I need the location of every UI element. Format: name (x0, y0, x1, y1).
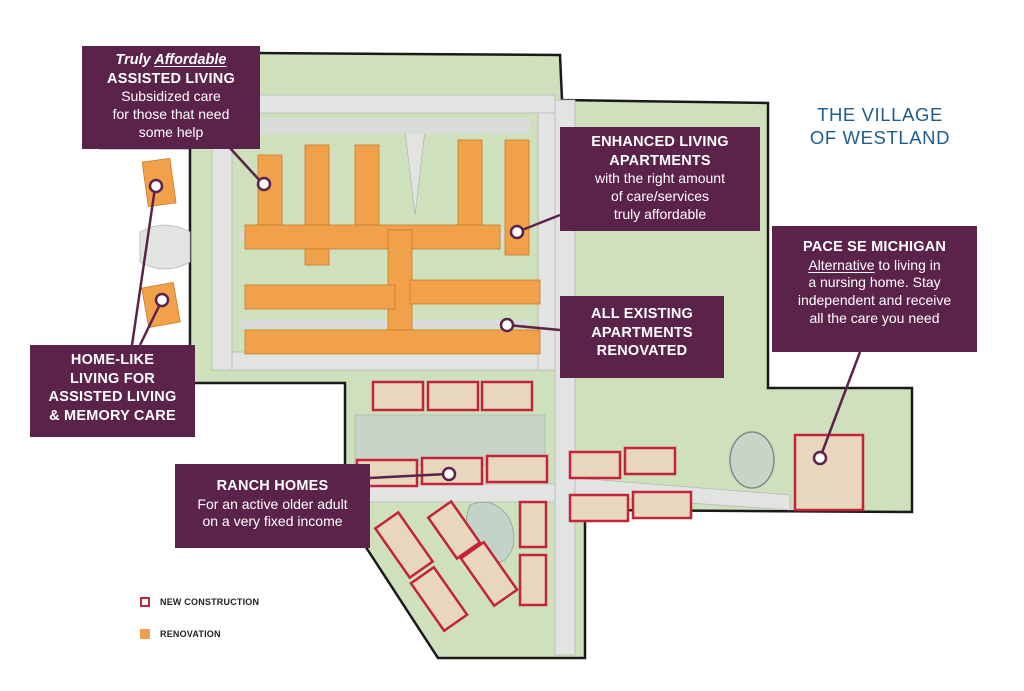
new-construction-swatch (140, 597, 150, 607)
callout-body-line: truly affordable (613, 205, 707, 222)
map-title-line: THE VILLAGE (817, 104, 943, 125)
map-title: THE VILLAGE OF WESTLAND (795, 103, 965, 149)
callout-body-text: to living in (874, 256, 941, 273)
legend-label: RENOVATION (160, 629, 221, 639)
callout-body-line: independent and receive (797, 292, 952, 309)
pace-callout: PACE SE MICHIGAN Alternative to living i… (772, 226, 977, 352)
callout-heading: ALL EXISTING (590, 306, 694, 322)
callout-pointers (130, 147, 862, 480)
callout-italic-text: Truly (115, 52, 155, 68)
callout-body-line: For an active older adult (197, 495, 348, 512)
callout-heading: RANCH HOMES (216, 478, 329, 494)
renovation-swatch (140, 629, 150, 639)
callout-body-line: of care/services (610, 188, 710, 204)
ranch-homes-callout: RANCH HOMES For an active older adult on… (175, 464, 370, 548)
callout-heading: ENHANCED LIVING (591, 134, 729, 150)
callout-markers (148, 176, 828, 482)
callout-heading: APARTMENTS (609, 152, 711, 169)
callout-body-line: some help (138, 123, 204, 140)
callout-heading: RENOVATED (596, 343, 688, 360)
legend-item-renovation: RENOVATION (140, 629, 221, 639)
enhanced-living-callout: ENHANCED LIVING APARTMENTS with the righ… (560, 127, 760, 231)
callout-heading: LIVING FOR (70, 370, 155, 387)
callout-heading: ASSISTED LIVING (107, 70, 235, 87)
callout-heading: ASSISTED LIVING (48, 389, 177, 406)
callout-heading: & MEMORY CARE (49, 407, 176, 424)
callout-heading: APARTMENTS (591, 324, 693, 341)
callout-body-line: on a very fixed income (202, 513, 343, 530)
map-title-line: OF WESTLAND (809, 127, 951, 149)
new-construction-buildings (355, 380, 865, 633)
callout-heading: HOME-LIKE (70, 352, 155, 368)
callout-body-line: a nursing home. Stay (808, 274, 941, 291)
callout-underlined-text: Affordable (154, 52, 227, 68)
callout-body-line: all the care you need (809, 310, 940, 327)
pace-track (729, 431, 775, 489)
callout-body-line: Subsidized care (121, 88, 221, 105)
callout-heading: PACE SE MICHIGAN (802, 239, 947, 255)
legend-label: NEW CONSTRUCTION (160, 597, 260, 607)
callout-body-line: for those that need (112, 106, 230, 122)
assisted-living-callout: Truly Affordable ASSISTED LIVING Subsidi… (82, 46, 260, 149)
callout-body-line: with the right amount (595, 170, 725, 187)
home-like-living-callout: HOME-LIKE LIVING FOR ASSISTED LIVING & M… (30, 345, 195, 437)
existing-apartments-callout: ALL EXISTING APARTMENTS RENOVATED (560, 296, 724, 378)
legend-item-new-construction: NEW CONSTRUCTION (140, 597, 259, 607)
callout-underlined-text: Alternative (808, 256, 875, 273)
